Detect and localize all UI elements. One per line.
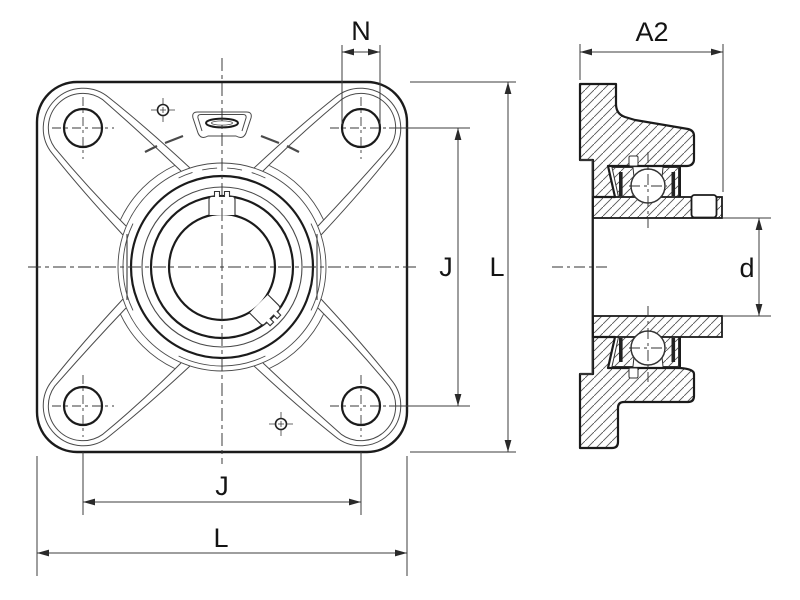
dimension-label-l-horizontal: L [213,523,228,553]
front-centerlines [28,58,416,464]
bolt-hole [340,385,382,427]
dimension-L-vertical [410,81,516,453]
dimension-label-l-vertical: L [489,252,504,282]
bolt-hole [62,107,104,149]
dimension-label-d: d [739,253,754,283]
locating-pin [628,367,639,379]
dimension-label-a2: A2 [635,17,668,47]
bolt-hole [340,107,382,149]
dimension-labels: N A2 J L J L d [213,16,754,553]
dimension-label-n: N [351,16,371,46]
dimension-label-j-vertical: J [439,252,453,282]
shaft-bore [594,219,721,315]
housing-section-top [578,82,696,199]
side-centerlines [552,152,667,382]
dimension-J-horizontal [82,452,362,515]
dimensions [36,44,771,576]
bearing-balls [619,168,676,366]
drill-marks [151,98,293,436]
set-screw-side [690,194,718,219]
broken-ring-dashes [144,134,300,153]
bolt-hole [62,385,104,427]
locating-pin [628,155,639,167]
dimension-A2-width [579,44,724,192]
front-view [28,58,416,464]
dimension-N-bolt-hole [341,45,381,124]
dimension-label-j-horizontal: J [215,471,229,501]
dimension-d-bore [723,217,771,317]
dimension-L-horizontal [36,456,408,576]
bolt-holes [62,107,382,427]
dimension-J-vertical [389,127,470,407]
side-section-view [552,82,723,450]
housing-section-bottom [578,335,696,450]
